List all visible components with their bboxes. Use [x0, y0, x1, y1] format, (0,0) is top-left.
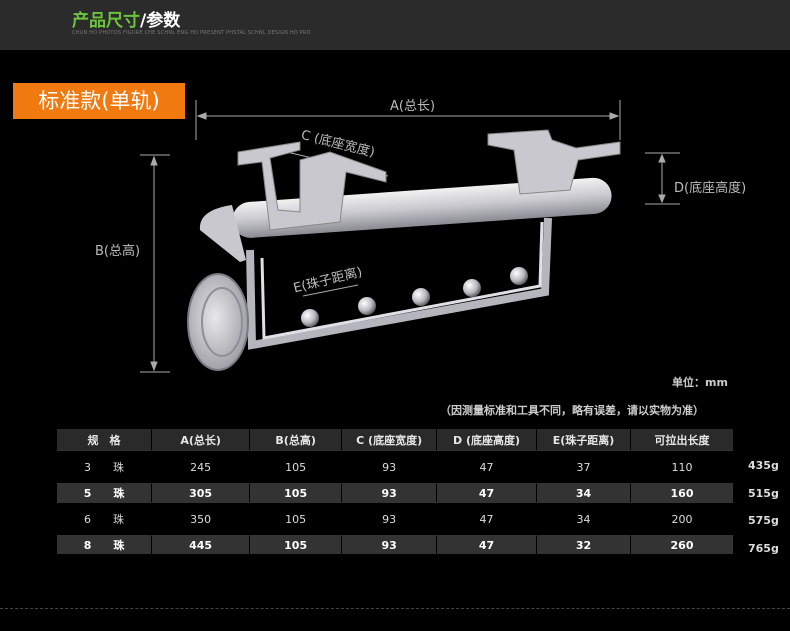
cell-c: 93	[342, 502, 438, 536]
model-badge: 标准款(单轨)	[13, 83, 185, 119]
measurement-note: （因测量标准和工具不同，略有误差，请以实物为准）	[440, 404, 704, 417]
cell-c: 93	[342, 536, 438, 554]
cell-b: 105	[250, 536, 343, 554]
weight-label: 435g	[748, 459, 779, 472]
cell-a: 445	[152, 536, 251, 554]
cell-pull: 160	[631, 484, 734, 502]
divider	[0, 608, 790, 609]
cell-e: 37	[536, 450, 632, 484]
cell-d: 47	[437, 484, 537, 502]
table-header: D (底座高度)	[437, 429, 537, 450]
cell-e: 34	[536, 502, 632, 536]
header-bar	[0, 0, 790, 50]
cell-b: 105	[250, 484, 343, 502]
table-row: 8 珠 445 105 93 47 32 260	[57, 536, 734, 554]
label-b: B(总高)	[95, 244, 141, 259]
cell-spec: 8 珠	[57, 536, 153, 554]
table-header: 规 格	[57, 429, 153, 450]
table-row: 6 珠 350 105 93 47 34 200	[57, 502, 734, 536]
cell-a: 350	[152, 502, 251, 536]
table-header: C (底座宽度)	[342, 429, 438, 450]
label-a: A(总长)	[390, 99, 436, 114]
header-subtitle: CHUN HO PHOTOS FIGURE CHE SCHNL ENG HO P…	[72, 30, 311, 36]
cell-d: 47	[437, 536, 537, 554]
label-d: D(底座高度)	[674, 181, 747, 196]
cell-a: 245	[152, 450, 251, 484]
cell-spec: 6 珠	[57, 502, 153, 536]
cell-b: 105	[250, 502, 343, 536]
page-title: 产品尺寸/参数	[72, 6, 180, 31]
weight-label: 515g	[748, 487, 779, 500]
title-white: /参数	[140, 11, 181, 31]
table-header: A(总长)	[152, 429, 251, 450]
table-header: 可拉出长度	[631, 429, 734, 450]
cell-e: 34	[536, 484, 632, 502]
weight-label: 765g	[748, 542, 779, 555]
cell-pull: 110	[631, 450, 734, 484]
spec-table: 规 格 A(总长) B(总高) C (底座宽度) D (底座高度) E(珠子距离…	[57, 429, 734, 554]
cell-c: 93	[342, 484, 438, 502]
cell-pull: 200	[631, 502, 734, 536]
title-green: 产品尺寸	[72, 11, 140, 31]
table-header: E(珠子距离)	[536, 429, 632, 450]
table-row: 3 珠 245 105 93 47 37 110	[57, 450, 734, 484]
cell-spec: 5 珠	[57, 484, 153, 502]
table-header-row: 规 格 A(总长) B(总高) C (底座宽度) D (底座高度) E(珠子距离…	[57, 429, 734, 450]
unit-note: 单位：mm	[672, 376, 728, 389]
cell-e: 32	[536, 536, 632, 554]
table-row: 5 珠 305 105 93 47 34 160	[57, 484, 734, 502]
cell-d: 47	[437, 450, 537, 484]
weight-label: 575g	[748, 514, 779, 527]
cell-b: 105	[250, 450, 343, 484]
cell-a: 305	[152, 484, 251, 502]
cell-spec: 3 珠	[57, 450, 153, 484]
cell-d: 47	[437, 502, 537, 536]
cell-c: 93	[342, 450, 438, 484]
cell-pull: 260	[631, 536, 734, 554]
table-header: B(总高)	[250, 429, 343, 450]
